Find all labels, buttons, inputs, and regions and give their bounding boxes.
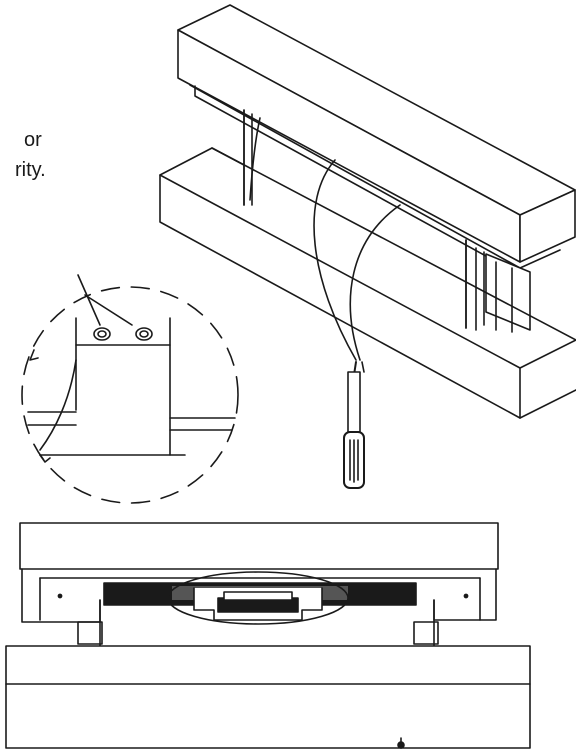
side-wall-right <box>465 239 531 333</box>
scale-base-unit <box>5 522 531 749</box>
sensor-cables <box>313 159 401 373</box>
cropped-text-line-2: rity. <box>15 159 46 181</box>
screw-head-icon <box>93 327 153 341</box>
detail-zoom-circle <box>21 274 239 504</box>
connector-highlight-ellipse <box>167 571 349 625</box>
circuit-board <box>103 582 417 621</box>
top-bar <box>177 4 576 273</box>
cropped-text-line-1: or <box>24 129 42 151</box>
load-cell-frame <box>159 4 576 419</box>
screwdriver-icon <box>343 361 365 489</box>
bottom-base <box>159 147 576 419</box>
